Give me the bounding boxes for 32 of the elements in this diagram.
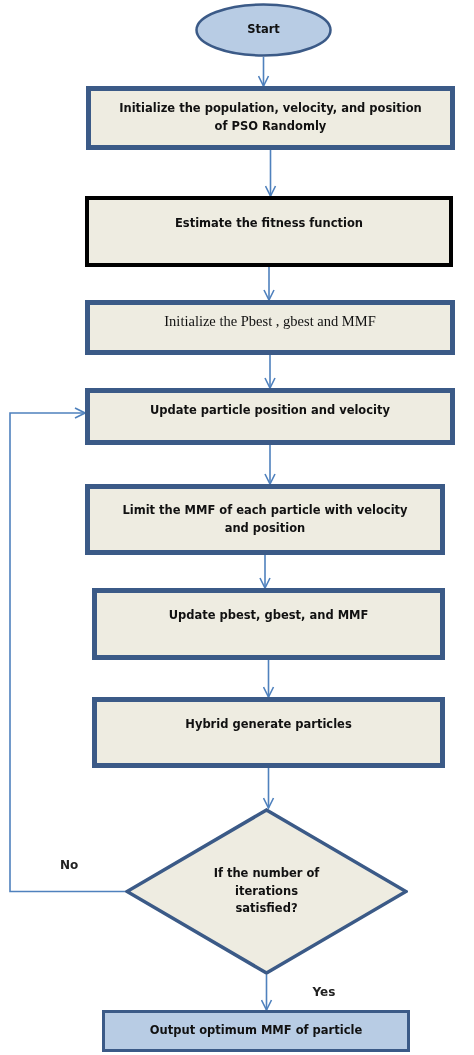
arrow: [262, 659, 275, 698]
arrow: [262, 767, 275, 809]
start-ellipse: [195, 3, 332, 57]
step-text: Hybrid generate particles: [185, 715, 352, 733]
edge-label: No: [58, 858, 81, 872]
step-text: Initialize the population, velocity, and position of PSO Randomly: [118, 100, 423, 135]
step-text: Update particle position and velocity: [149, 401, 391, 419]
process-box: [92, 588, 445, 660]
arrow: [260, 974, 273, 1011]
decision-text: If the number of iterations satisfied?: [212, 864, 321, 918]
arrow: [264, 149, 277, 197]
arrow: [259, 554, 271, 589]
process-box: [85, 388, 455, 445]
step-text: Start: [247, 21, 280, 39]
arrow: [9, 407, 126, 893]
process-box: [85, 196, 453, 267]
decision-diamond: [125, 808, 408, 975]
process-box: [85, 484, 445, 555]
step-text: Update pbest, gbest, and MMF: [168, 607, 369, 625]
arrow: [257, 56, 270, 87]
edge-label: Yes: [310, 984, 338, 999]
process-box: [86, 86, 455, 150]
process-box: [92, 697, 445, 768]
step-text: Output optimum MMF of particle: [149, 1022, 363, 1040]
step-text: Initialize the Pbest , gbest and MMF: [164, 312, 376, 332]
arrow: [264, 354, 276, 389]
arrow: [264, 444, 276, 485]
arrow: [263, 266, 275, 301]
process-box: [102, 1010, 410, 1052]
process-box: [85, 300, 455, 355]
step-text: Estimate the fitness function: [174, 214, 364, 232]
step-text: Limit the MMF of each particle with velocity and position: [121, 501, 409, 537]
